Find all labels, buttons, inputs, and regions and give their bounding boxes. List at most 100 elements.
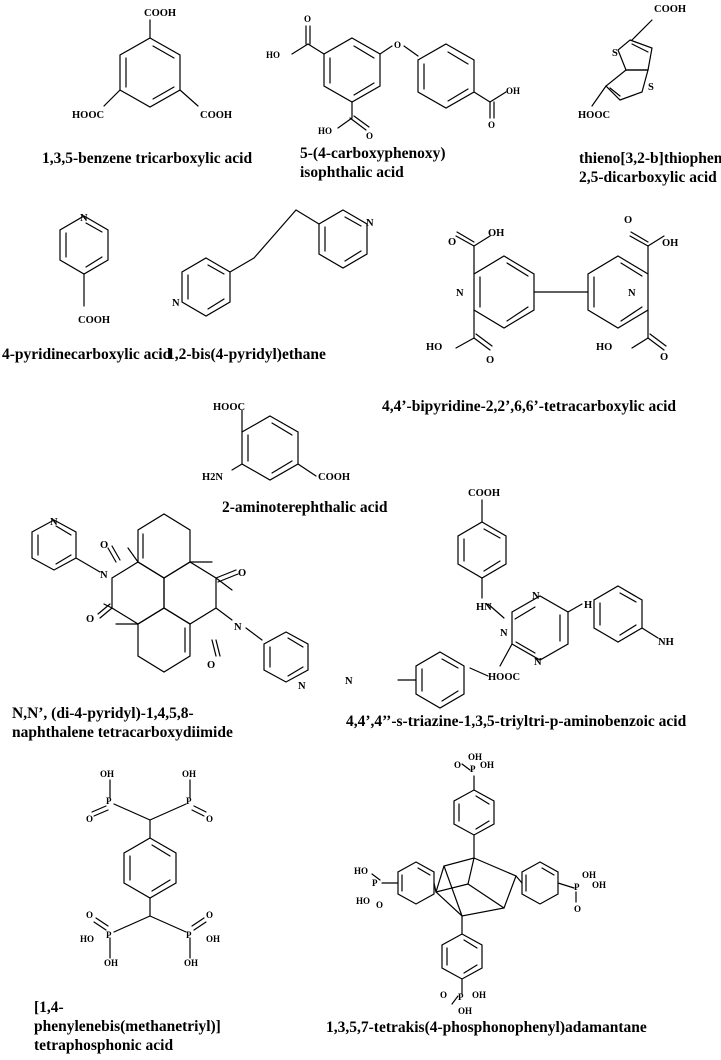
caption-line: 2,5-dicarboxylic acid — [579, 169, 717, 186]
label: COOH — [78, 315, 110, 326]
label: P — [574, 882, 580, 892]
label: N — [50, 517, 58, 528]
caption-line: tetraphosphonic acid — [34, 1037, 173, 1054]
label: OH — [480, 760, 494, 770]
label: COOH — [144, 8, 176, 19]
label: HOOC — [578, 110, 610, 121]
caption: 1,2-bis(4-pyridyl)ethane — [167, 346, 326, 363]
label: P — [186, 930, 192, 940]
label: OH — [206, 934, 220, 944]
label: OH — [662, 238, 678, 249]
label: HN — [476, 602, 492, 613]
label: P — [106, 796, 112, 806]
label: NH — [658, 637, 674, 648]
label: HO — [318, 126, 332, 136]
caption: 4-pyridinecarboxylic acid — [2, 346, 172, 363]
label: OH — [104, 958, 118, 968]
structure-bptc: O OH O OH N N HO O HO O 4,4’-bipyridine-… — [382, 215, 678, 415]
label: OH — [472, 990, 486, 1000]
label: COOH — [318, 472, 350, 483]
caption: 4,4’-bipyridine-2,2’,6,6’-tetracarboxyli… — [382, 398, 676, 415]
caption-line: [1,4- — [34, 999, 64, 1016]
label: O — [488, 120, 495, 130]
structure-cpip: HO O O O OH HO O 5-(4-carboxyphenoxy) is… — [266, 14, 520, 181]
label: O — [440, 990, 447, 1000]
structure-bpe: N N 1,2-bis(4-pyridyl)ethane — [167, 209, 374, 363]
label: O — [624, 215, 632, 226]
label: HO — [266, 50, 280, 60]
label: O — [660, 352, 668, 363]
label: HOOC — [488, 672, 520, 683]
label: O — [304, 14, 311, 24]
label: O — [394, 40, 401, 50]
label: N — [532, 591, 540, 602]
label: HOOC — [213, 402, 245, 413]
label: O — [206, 910, 213, 920]
label: OH — [592, 880, 606, 890]
caption: 1,3,5,7-tetrakis(4-phosphonophenyl)adama… — [326, 1019, 647, 1036]
label: OH — [184, 958, 198, 968]
label: OH — [458, 1006, 472, 1016]
label: OH — [488, 228, 504, 239]
label: COOH — [654, 4, 686, 15]
label: N — [500, 628, 508, 639]
label: N — [234, 622, 242, 633]
label: O — [238, 568, 246, 579]
structure-ttdc: COOH S S HOOC thieno[3,2-b]thiophen- 2,5… — [578, 4, 721, 186]
structure-pmtp: OH OH P P O O OH HO O P P O OH OH OH [1,… — [34, 769, 221, 1054]
label: O — [454, 760, 461, 770]
label: P — [458, 992, 464, 1002]
label: HO — [80, 934, 94, 944]
caption-line: isophthalic acid — [300, 164, 404, 181]
structure-ndi: N N O O O N O N N,N’, (di-4-pyridyl)-1,4… — [12, 513, 309, 741]
label: P — [106, 930, 112, 940]
label: O — [206, 814, 213, 824]
label: N — [172, 298, 180, 309]
label: O — [207, 660, 215, 671]
label: S — [648, 82, 654, 93]
label: COOH — [468, 488, 500, 499]
label: O — [366, 131, 373, 141]
label: P — [470, 764, 476, 774]
label: P — [372, 878, 378, 888]
label: HOOC — [72, 110, 104, 121]
label: OH — [182, 769, 196, 779]
label: HO — [426, 342, 442, 353]
label: N — [298, 681, 306, 692]
label: N — [366, 218, 374, 229]
structure-tppa: O P OH OH HO P HO O P OH OH O O P OH OH … — [326, 752, 647, 1036]
label: COOH — [200, 110, 232, 121]
caption: 2-aminoterephthalic acid — [222, 499, 388, 516]
label: N — [100, 570, 108, 581]
label: P — [186, 796, 192, 806]
label: N — [456, 288, 464, 299]
label: N — [80, 213, 88, 224]
label: O — [100, 540, 108, 551]
caption-line: N,N’, (di-4-pyridyl)-1,4,5,8- — [12, 705, 194, 722]
label: O — [448, 237, 456, 248]
label: O — [86, 910, 93, 920]
caption: 1,3,5-benzene tricarboxylic acid — [42, 150, 252, 167]
label: O — [86, 614, 94, 625]
caption-line: 5-(4-carboxyphenoxy) — [300, 145, 446, 162]
label: O — [86, 814, 93, 824]
label: O — [376, 900, 383, 910]
caption: 4,4’,4’’-s-triazine-1,3,5-triyltri-p-ami… — [346, 713, 687, 730]
structure-ina: N COOH 4-pyridinecarboxylic acid — [2, 213, 172, 363]
label: H2N — [202, 472, 223, 483]
label: N — [534, 657, 542, 668]
label: HO — [356, 896, 370, 906]
label: N — [628, 288, 636, 299]
label: HO — [596, 342, 612, 353]
caption-line: naphthalene tetracarboxydiimide — [12, 724, 233, 741]
label: OH — [468, 752, 482, 762]
caption-line: thieno[3,2-b]thiophen- — [579, 150, 721, 167]
label: OH — [506, 86, 520, 96]
label: H — [584, 600, 592, 611]
label: OH — [582, 870, 596, 880]
label: HO — [354, 866, 368, 876]
label: N — [345, 676, 353, 687]
caption-line: phenylenebis(methanetriyl)] — [34, 1018, 221, 1035]
label: O — [574, 904, 581, 914]
